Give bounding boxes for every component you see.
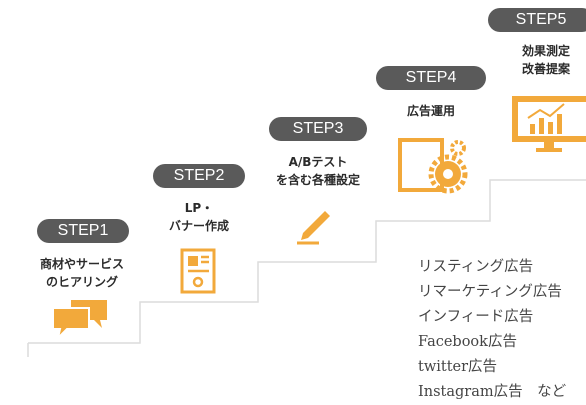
ad-type-item: インフィード広告 xyxy=(418,309,534,325)
step2-badge: STEP2 xyxy=(153,164,245,188)
step4-badge: STEP4 xyxy=(376,66,486,90)
document-icon xyxy=(180,248,216,294)
speech-bubbles-icon xyxy=(52,300,107,340)
step1-badge: STEP1 xyxy=(37,219,129,243)
ad-type-item: twitter広告 xyxy=(418,359,498,375)
monitor-chart-icon xyxy=(512,96,586,152)
step2-label: LP・バナー作成 xyxy=(168,201,229,233)
ad-type-item: リマーケティング広告 xyxy=(418,284,562,300)
step1-label: 商材やサービスのヒアリング xyxy=(39,257,124,289)
ad-type-list: リスティング広告 リマーケティング広告 インフィード広告 Facebook広告 … xyxy=(418,255,566,405)
ad-type-item: Facebook広告 xyxy=(418,334,517,350)
gears-icon xyxy=(398,138,468,194)
pen-icon xyxy=(297,211,330,245)
step5-label: 効果測定改善提案 xyxy=(521,44,570,76)
step4-label: 広告運用 xyxy=(406,104,455,118)
step5-badge: STEP5 xyxy=(488,8,586,32)
ad-type-item: Instagram広告 など xyxy=(418,384,567,400)
ad-type-item: リスティング広告 xyxy=(418,259,534,275)
step3-badge: STEP3 xyxy=(269,117,367,141)
step3-label: A/Bテストを含む各種設定 xyxy=(275,155,360,187)
